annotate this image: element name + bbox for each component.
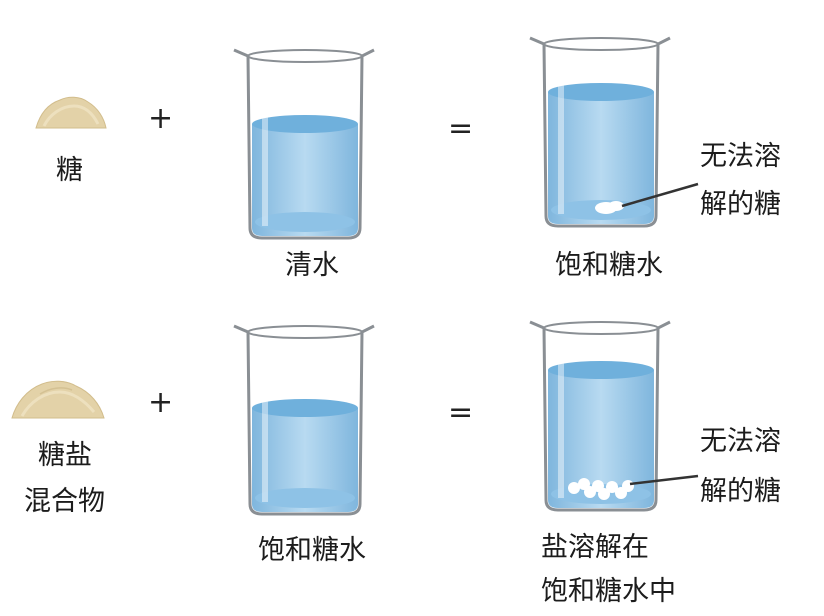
undissolved-sugar-label-2-line2: 解的糖 xyxy=(700,476,781,507)
salt-dissolved-label-line2: 饱和糖水中 xyxy=(541,576,676,607)
saturated-sugar-water-label-2: 饱和糖水 xyxy=(258,535,366,566)
sugar-salt-mixture-pile xyxy=(11,380,105,419)
beaker-saturated-sugar-water xyxy=(529,36,671,228)
mixture-label-line2: 混合物 xyxy=(24,486,105,517)
undissolved-sugar-label-line1: 无法溶 xyxy=(700,141,781,172)
sugar-pile xyxy=(35,96,107,129)
plus-sign-2: + xyxy=(148,385,174,420)
sugar-label: 糖 xyxy=(56,155,83,186)
beaker-salt-dissolved xyxy=(529,320,671,512)
beaker-saturated-sugar-water-2 xyxy=(233,324,375,516)
mixture-label-line1: 糖盐 xyxy=(38,440,92,471)
plus-sign: + xyxy=(148,101,174,136)
salt-dissolved-label-line1: 盐溶解在 xyxy=(541,532,649,563)
undissolved-sugar-label-2-line1: 无法溶 xyxy=(700,426,781,457)
saturated-sugar-water-label: 饱和糖水 xyxy=(555,250,663,281)
callout-pointer-2 xyxy=(629,474,699,486)
clear-water-label: 清水 xyxy=(285,250,339,281)
undissolved-sugar-2 xyxy=(568,478,634,500)
undissolved-sugar xyxy=(595,201,624,214)
beaker-clear-water xyxy=(233,48,375,240)
callout-pointer xyxy=(621,182,699,208)
equals-sign: = xyxy=(448,111,474,146)
undissolved-sugar-label-line2: 解的糖 xyxy=(700,189,781,220)
equals-sign-2: = xyxy=(448,395,474,430)
